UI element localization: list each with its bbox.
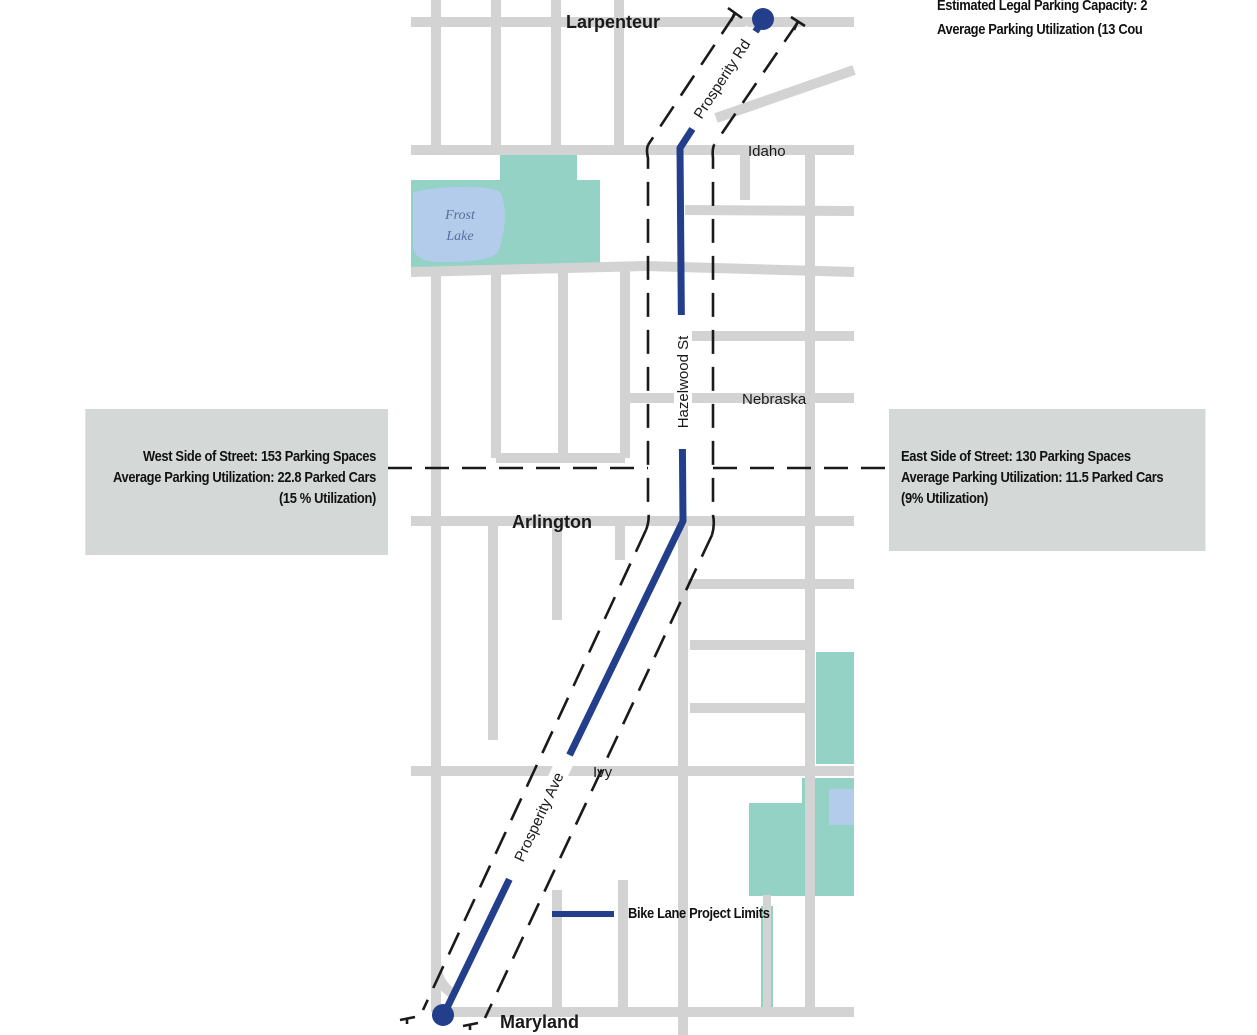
- label-nebraska: Nebraska: [742, 391, 807, 408]
- east-utilization: Average Parking Utilization: 11.5 Parked…: [901, 469, 1164, 486]
- label-larpenteur: Larpenteur: [566, 12, 660, 32]
- bike-lane-swatch: [552, 910, 614, 917]
- legend-label: Bike Lane Project Limits: [628, 905, 770, 922]
- label-ivy: Ivy: [593, 764, 613, 781]
- label-lake: Lake: [445, 229, 473, 244]
- west-utilization-percent: (15 % Utilization): [278, 490, 376, 507]
- bike-lane-end-marker: [432, 1004, 454, 1026]
- west-side-callout: West Side of Street: 153 Parking Spaces …: [85, 409, 388, 555]
- capacity-line: Estimated Legal Parking Capacity: 2: [937, 0, 1148, 14]
- study-corridor: [388, 6, 889, 1030]
- park-east-south: [749, 778, 854, 896]
- pond-east: [829, 789, 854, 825]
- east-side-callout: East Side of Street: 130 Parking Spaces …: [889, 409, 1206, 551]
- east-utilization-percent: (9% Utilization): [901, 490, 988, 507]
- map-legend: Bike Lane Project Limits: [552, 905, 793, 922]
- parking-capacity-note: Estimated Legal Parking Capacity: 2 Aver…: [937, 0, 1257, 76]
- label-hazelwood-st: Hazelwood St: [675, 335, 692, 428]
- bike-lane-start-marker: [752, 8, 774, 30]
- west-spaces: West Side of Street: 153 Parking Spaces: [142, 448, 376, 465]
- east-spaces: East Side of Street: 130 Parking Spaces: [901, 448, 1131, 465]
- utilization-line: Average Parking Utilization (13 Cou: [937, 21, 1143, 38]
- frost-lake: [412, 186, 505, 262]
- road-network: [410, 0, 856, 1035]
- park-east-north: [816, 652, 854, 764]
- label-frost: Frost: [444, 208, 476, 223]
- west-utilization: Average Parking Utilization: 22.8 Parked…: [113, 469, 376, 486]
- label-idaho: Idaho: [748, 143, 786, 160]
- label-prosperity-ave: Prosperity Ave: [511, 770, 567, 865]
- label-arlington: Arlington: [512, 512, 592, 532]
- label-maryland: Maryland: [500, 1012, 579, 1032]
